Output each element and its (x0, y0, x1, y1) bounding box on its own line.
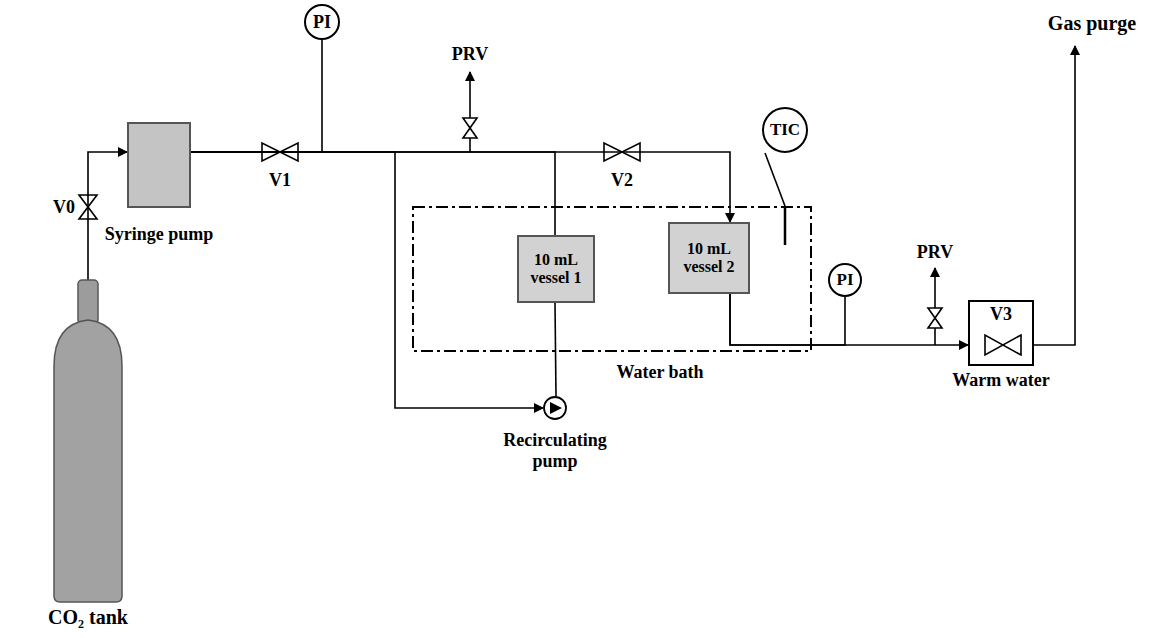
relief-valve-symbol (463, 118, 477, 138)
relief-vent (469, 72, 471, 118)
pipe-line (555, 303, 556, 396)
relief-stem (469, 138, 471, 152)
node-caption: Syringe pump (105, 224, 214, 245)
pressure-gauge: PI (304, 4, 340, 40)
pump-circle (544, 397, 566, 419)
node-caption: Warm water (952, 370, 1049, 391)
relief-stem (934, 328, 936, 345)
vessel-box: 10 mL vessel 2 (668, 222, 750, 294)
pipe-line (730, 294, 845, 345)
pipe-line (88, 152, 127, 280)
node-label: V3 (970, 304, 1032, 325)
cylinder-body (54, 320, 122, 602)
bath-outline (412, 206, 812, 352)
relief-valve-symbol (928, 308, 942, 328)
valve-label: V0 (53, 197, 75, 218)
pump-triangle (550, 402, 562, 414)
node-label: PI (313, 12, 331, 33)
node-caption: Recirculating pump (485, 430, 625, 471)
pipe-line (730, 294, 968, 345)
valve-label: V2 (611, 170, 633, 191)
gas-cylinder: CO₂ tank (50, 280, 126, 602)
pipe-line (191, 152, 730, 222)
relief-valve-label: PRV (917, 242, 953, 263)
purge-line (1034, 46, 1075, 345)
syringe-pump: Syringe pump (127, 122, 191, 208)
outlet-label: Gas purge (1048, 12, 1136, 35)
valve-label: V1 (269, 170, 291, 191)
relief-vent (934, 268, 936, 308)
pressure-gauge: PI (828, 263, 862, 297)
node-label: 10 mL vessel 2 (674, 240, 744, 277)
relief-valve-label: PRV (452, 44, 488, 65)
node-caption: CO₂ tank (48, 606, 128, 629)
temperature-controller: TIC (762, 107, 808, 153)
recirculating-pump: Recirculating pump (543, 396, 567, 420)
node-label: TIC (770, 120, 800, 140)
vessel-box: 10 mL vessel 1 (517, 235, 595, 303)
pipe-line (191, 152, 555, 235)
pipe-line (765, 153, 785, 206)
pump-outline (543, 396, 567, 420)
node-label: 10 mL vessel 1 (523, 251, 589, 288)
tank-outline (50, 280, 126, 602)
valve-symbol (985, 335, 1021, 355)
pipe-line (191, 152, 543, 408)
sensor-probe (784, 206, 787, 245)
heated-valve-box: V3Warm water (968, 300, 1034, 366)
node-label: PI (837, 270, 854, 290)
water-bath: 10 mL vessel 110 mL vessel 2Water bath (412, 206, 812, 352)
node-caption: Water bath (616, 362, 703, 383)
pipe-line (191, 40, 322, 152)
cylinder-neck (78, 280, 98, 324)
bath-outline (413, 207, 811, 351)
